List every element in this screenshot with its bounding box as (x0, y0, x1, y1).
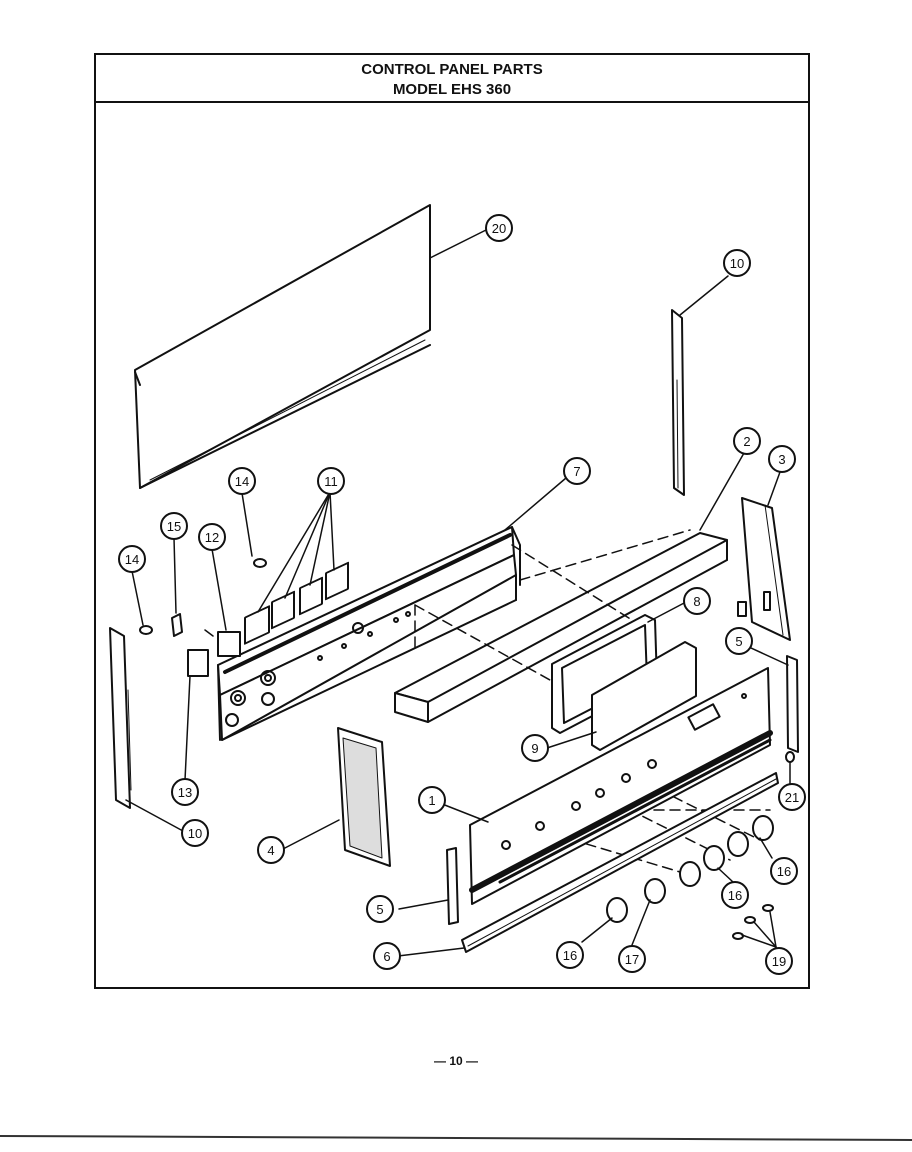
callout-label: 11 (324, 474, 338, 489)
callout-16-right: 16 (770, 857, 798, 885)
part-19-screws (732, 904, 774, 940)
callout-label: 4 (267, 843, 274, 858)
callout-8: 8 (683, 587, 711, 615)
title-box: CONTROL PANEL PARTS MODEL EHS 360 (96, 55, 808, 103)
leader-lines (125, 229, 791, 957)
callout-12: 12 (198, 523, 226, 551)
part-5-trim-right (786, 655, 799, 753)
part-3-end-bracket (737, 497, 791, 641)
callout-17: 17 (618, 945, 646, 973)
callout-label: 5 (376, 902, 383, 917)
callout-label: 10 (730, 256, 744, 271)
part-10-side-trim-lower (109, 627, 132, 809)
callout-14-lower: 14 (118, 545, 146, 573)
callout-label: 15 (167, 519, 181, 534)
part-14-screw-a (253, 558, 267, 568)
callout-5-upper: 5 (725, 627, 753, 655)
callout-label: 9 (531, 741, 538, 756)
callout-2: 2 (733, 427, 761, 455)
callout-5-lower: 5 (366, 895, 394, 923)
part-20-back-panel (134, 204, 431, 489)
callout-label: 19 (772, 954, 786, 969)
page-number: — 10 — (433, 1054, 478, 1068)
callout-label: 12 (205, 530, 219, 545)
callout-16-left: 16 (556, 941, 584, 969)
callout-label: 2 (743, 434, 750, 449)
control-knobs (606, 815, 774, 923)
part-8-window-frame (551, 614, 658, 734)
callout-3: 3 (768, 445, 796, 473)
callout-20: 20 (485, 214, 513, 242)
part-13-block (187, 649, 209, 677)
callout-9: 9 (521, 734, 549, 762)
callout-15: 15 (160, 512, 188, 540)
diagram-frame: CONTROL PANEL PARTS MODEL EHS 360 (94, 53, 810, 989)
callout-label: 6 (383, 949, 390, 964)
callout-label: 8 (693, 594, 700, 609)
part-9-display-window (591, 641, 697, 751)
part-2-top-trim (394, 532, 728, 723)
callout-label: 14 (235, 474, 249, 489)
scan-edge-artifact (0, 1135, 912, 1141)
callout-label: 7 (573, 464, 580, 479)
callout-1: 1 (418, 786, 446, 814)
part-15-clip (171, 613, 183, 637)
callout-label: 10 (188, 826, 202, 841)
callout-19: 19 (765, 947, 793, 975)
part-11-switches (244, 561, 349, 645)
callout-13: 13 (171, 778, 199, 806)
model-number: MODEL EHS 360 (392, 81, 512, 98)
callout-7: 7 (563, 457, 591, 485)
callout-6: 6 (373, 942, 401, 970)
callout-21: 21 (778, 783, 806, 811)
callout-16-middle: 16 (721, 881, 749, 909)
callout-label: 16 (728, 888, 742, 903)
part-5-trim-left (446, 847, 459, 925)
callout-label: 3 (778, 452, 785, 467)
callout-label: 13 (178, 785, 192, 800)
callout-label: 17 (625, 952, 639, 967)
callout-label: 1 (428, 793, 435, 808)
callout-11: 11 (317, 467, 345, 495)
callout-label: 16 (777, 864, 791, 879)
part-12-relay (217, 631, 241, 657)
callout-10-lower: 10 (181, 819, 209, 847)
callout-14-upper: 14 (228, 467, 256, 495)
part-10-side-trim-upper (671, 309, 685, 496)
callout-label: 21 (785, 790, 799, 805)
callout-4: 4 (257, 836, 285, 864)
part-1-front-control-panel (469, 667, 773, 905)
callout-label: 5 (735, 634, 742, 649)
part-4-filter-grille (337, 727, 391, 867)
part-14-screw-b (139, 625, 153, 635)
callout-label: 16 (563, 948, 577, 963)
callout-label: 20 (492, 221, 506, 236)
diagram-title: CONTROL PANEL PARTS (361, 61, 543, 78)
callout-10-upper: 10 (723, 249, 751, 277)
callout-label: 14 (125, 552, 139, 567)
part-21-grommet (785, 751, 795, 763)
part-7-control-mount-panel (217, 526, 521, 741)
